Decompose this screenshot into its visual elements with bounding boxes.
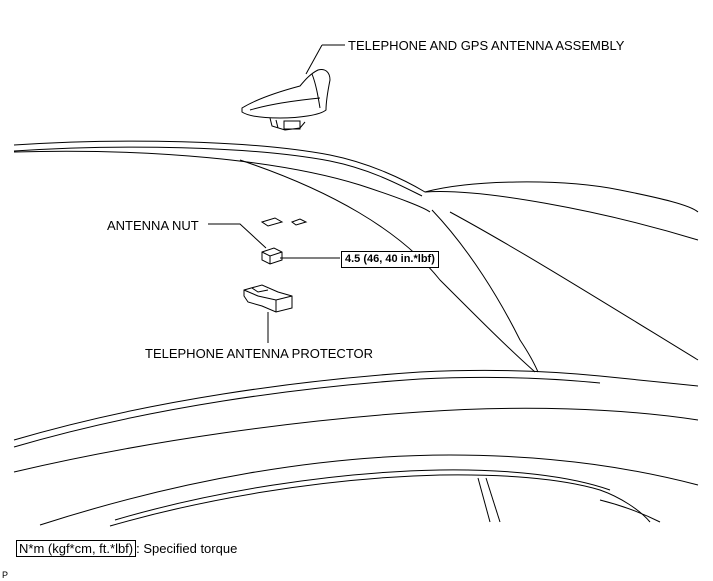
antenna-nut-shape <box>261 247 283 265</box>
antenna-assembly-label: TELEPHONE AND GPS ANTENNA ASSEMBLY <box>348 38 625 53</box>
antenna-protector-label: TELEPHONE ANTENNA PROTECTOR <box>145 346 374 361</box>
legend-description: : Specified torque <box>136 541 238 556</box>
legend-unit-box: N*m (kgf*cm, ft.*lbf) <box>16 540 137 557</box>
torque-value-box: 4.5 (46, 40 in.*lbf) <box>341 251 439 268</box>
roof-outline <box>13 140 699 373</box>
leader-lines <box>208 44 345 343</box>
figure-code: P <box>2 570 9 580</box>
body-side-lines <box>13 369 699 527</box>
antenna-protector-shape <box>243 284 293 313</box>
torque-legend: N*m (kgf*cm, ft.*lbf): Specified torque <box>16 540 237 557</box>
antenna-assembly-shape <box>241 69 331 131</box>
roof-holes <box>260 217 308 227</box>
antenna-nut-label: ANTENNA NUT <box>107 218 199 233</box>
